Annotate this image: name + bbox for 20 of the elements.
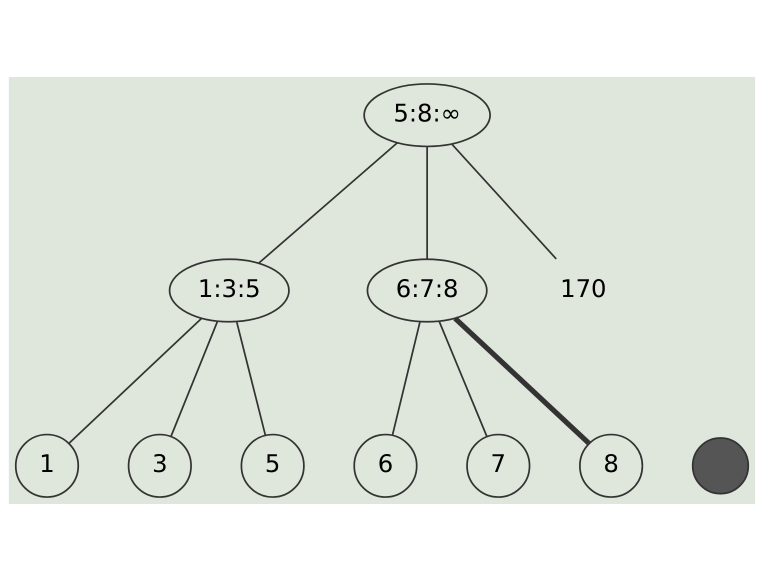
node-text: 170 [560,274,607,303]
node-ellipse: 6:7:8 [366,258,488,323]
node-circle: 8 [579,434,644,498]
node-circle: 3 [128,434,192,498]
node-circle [692,437,750,494]
connector [392,322,421,436]
connector [426,146,428,260]
connector [236,322,266,436]
connector [438,321,488,437]
connector [452,144,557,260]
node-ellipse: 1:3:5 [168,258,290,323]
node-ellipse: 5:8:∞ [363,83,491,148]
connector [170,321,218,437]
node-circle: 1 [14,434,80,498]
node-circle: 7 [466,434,530,498]
node-circle: 6 [353,434,418,498]
connector [453,316,590,446]
connector [258,142,398,264]
node-circle: 5 [240,434,305,498]
connector [68,318,202,444]
